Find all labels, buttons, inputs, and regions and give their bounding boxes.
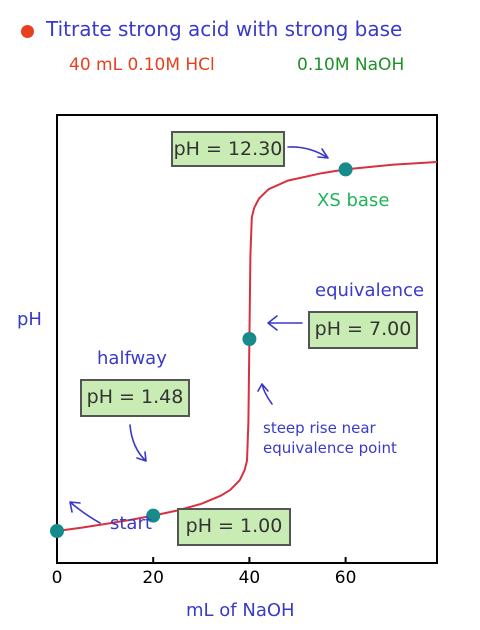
arrow-to-equivalence xyxy=(267,315,303,331)
arrow-to-halfway xyxy=(129,424,147,462)
halfway-label: halfway xyxy=(97,348,167,369)
acid-label: 40 mL 0.10M HCl xyxy=(69,55,215,75)
equivalence-label: equivalence xyxy=(315,280,425,301)
arrow-to-start xyxy=(69,501,101,524)
steep-rise-line-2: equivalence point xyxy=(263,439,397,457)
bullet-dot xyxy=(21,25,34,38)
xs-base-label: XS base xyxy=(317,190,390,211)
base-label: 0.10M NaOH xyxy=(297,55,405,75)
ph-box-xs-base: pH = 12.30 xyxy=(171,131,285,167)
ph-box-equivalence: pH = 7.00 xyxy=(308,311,418,349)
x-tick-label: 20 xyxy=(142,568,165,588)
x-tick-label: 40 xyxy=(238,568,261,588)
data-point xyxy=(338,162,353,177)
arrow-to-steep-rise xyxy=(257,383,273,405)
arrow-to-xs-base xyxy=(287,146,329,159)
x-axis-label: mL of NaOH xyxy=(186,600,295,621)
data-point xyxy=(50,524,64,538)
steep-rise-line-1: steep rise near xyxy=(263,419,376,437)
data-point xyxy=(242,332,257,346)
ph-box-halfway: pH = 1.48 xyxy=(80,379,190,417)
x-tick-label: 60 xyxy=(334,568,357,588)
start-label: start xyxy=(110,513,152,534)
ph-box-start: pH = 1.00 xyxy=(177,508,291,546)
chart-title: Titrate strong acid with strong base xyxy=(46,17,403,41)
plot-frame xyxy=(56,114,438,564)
data-point xyxy=(146,508,161,523)
y-axis-label: pH xyxy=(17,309,42,330)
steep-rise-note: steep rise near equivalence point xyxy=(263,418,397,458)
x-tick-label: 0 xyxy=(51,568,63,588)
